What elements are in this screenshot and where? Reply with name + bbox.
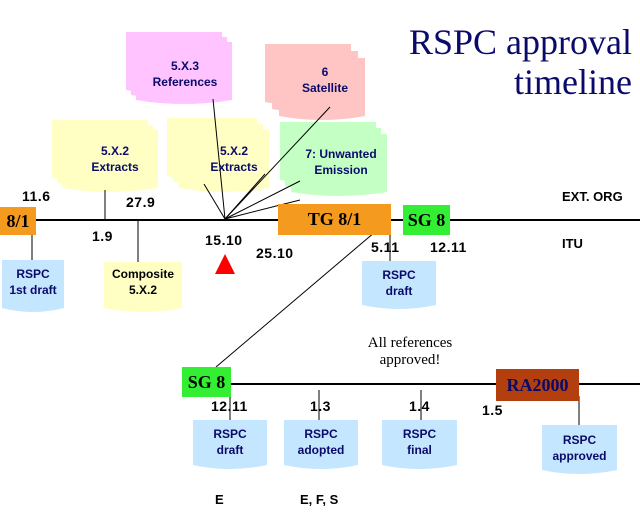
doc-rspc-draft-shape [193,420,267,469]
doc-label-rspc-adopted: RSPC adopted [284,426,358,458]
red-triangle-marker [215,254,235,274]
doc-label-extracts-1: 5.X.2 Extracts [70,143,160,175]
doc-rspc-draft-top-shape [362,261,436,309]
doc-satellite-line1: 6 [321,65,329,79]
doc-label-references: 5.X.3 References [140,58,230,90]
doc-label-rspc-approved: RSPC approved [542,432,617,464]
date-12-11-bottom: 12.11 [211,398,248,414]
rspc-adopted-line1: RSPC [304,427,338,441]
rspc-draft-line2: draft [216,443,244,457]
doc-label-extracts-2: 5.X.2 Extracts [189,143,279,175]
connector-line [215,231,376,368]
phase-box-sg8-top: SG 8 [403,205,450,235]
doc-unwanted-line2: Emission [314,163,368,177]
doc-extracts1-line1: 5.X.2 [100,144,130,158]
date-1-9: 1.9 [92,228,113,244]
date-1-4: 1.4 [409,398,430,414]
date-1-5: 1.5 [482,402,503,418]
doc-composite-shape [104,262,182,312]
rspc-final-line2: final [407,443,432,457]
doc-label-rspc-draft-top: RSPC draft [362,267,436,299]
rspc-draft-top-line1: RSPC [382,268,416,282]
label-itu: ITU [562,236,583,251]
doc-extracts1-line2: Extracts [91,160,139,174]
date-1-3: 1.3 [310,398,331,414]
language-efs: E, F, S [300,492,339,507]
date-15-10: 15.10 [205,232,243,248]
doc-satellite-line2: Satellite [301,81,349,95]
doc-stack-extracts-1 [52,120,158,192]
convergence-lines [203,98,331,220]
rspc-draft-top-line2: draft [385,284,413,298]
doc-label-composite: Composite 5.X.2 [104,266,182,298]
doc-references-line1: 5.X.3 [170,59,200,73]
doc-rspc-final-shape [382,420,457,469]
date-27-9: 27.9 [126,194,156,210]
phase-box-8-1: 8/1 [0,207,36,235]
doc-label-rspc-draft: RSPC draft [193,426,267,458]
page-title: RSPC approval timeline [409,22,632,102]
title-line-1: RSPC approval [408,22,632,62]
rspc1-line1: RSPC [16,267,50,281]
note-line2: approved! [379,352,441,368]
rspc-final-line1: RSPC [402,427,437,441]
phase-box-ra2000: RA2000 [496,369,579,401]
top-ticks [31,190,391,263]
rspc-approved-line1: RSPC [562,433,597,447]
phase-box-sg8-bottom: SG 8 [182,367,231,397]
doc-references-line2: References [152,75,218,89]
language-e: E [215,492,224,507]
doc-stack-extracts-2 [167,118,269,192]
doc-label-rspc-final: RSPC final [382,426,457,458]
doc-label-rspc-1st-draft: RSPC 1st draft [2,266,64,298]
rspc1-line2: 1st draft [9,283,57,297]
doc-label-satellite: 6 Satellite [285,64,365,96]
composite-line1: Composite [111,267,174,281]
doc-stack-unwanted-emission [280,122,387,196]
phase-box-tg-8-1: TG 8/1 [278,204,391,235]
rspc-adopted-line2: adopted [297,443,345,457]
doc-extracts2-line1: 5.X.2 [219,144,249,158]
note-all-references-approved: All references approved! [352,335,468,369]
date-25-10: 25.10 [256,245,294,261]
title-line-2: timeline [514,62,632,102]
note-line1: All references [367,335,453,351]
rspc-approved-line2: approved [552,449,607,463]
doc-unwanted-line1: 7: Unwanted [305,147,377,161]
date-5-11: 5.11 [371,239,400,255]
date-12-11-top: 12.11 [430,239,467,255]
rspc-draft-line1: RSPC [213,427,247,441]
doc-extracts2-line2: Extracts [210,160,258,174]
composite-line2: 5.X.2 [128,283,158,297]
doc-rspc-approved-shape [542,425,617,474]
doc-rspc-1st-draft-shape [2,260,64,312]
date-11-6: 11.6 [22,188,51,204]
doc-stack-references [126,32,232,104]
doc-stack-satellite [265,44,365,120]
label-ext-org: EXT. ORG [562,189,623,204]
doc-label-unwanted-emission: 7: Unwanted Emission [293,146,389,178]
doc-rspc-adopted-shape [284,420,358,469]
